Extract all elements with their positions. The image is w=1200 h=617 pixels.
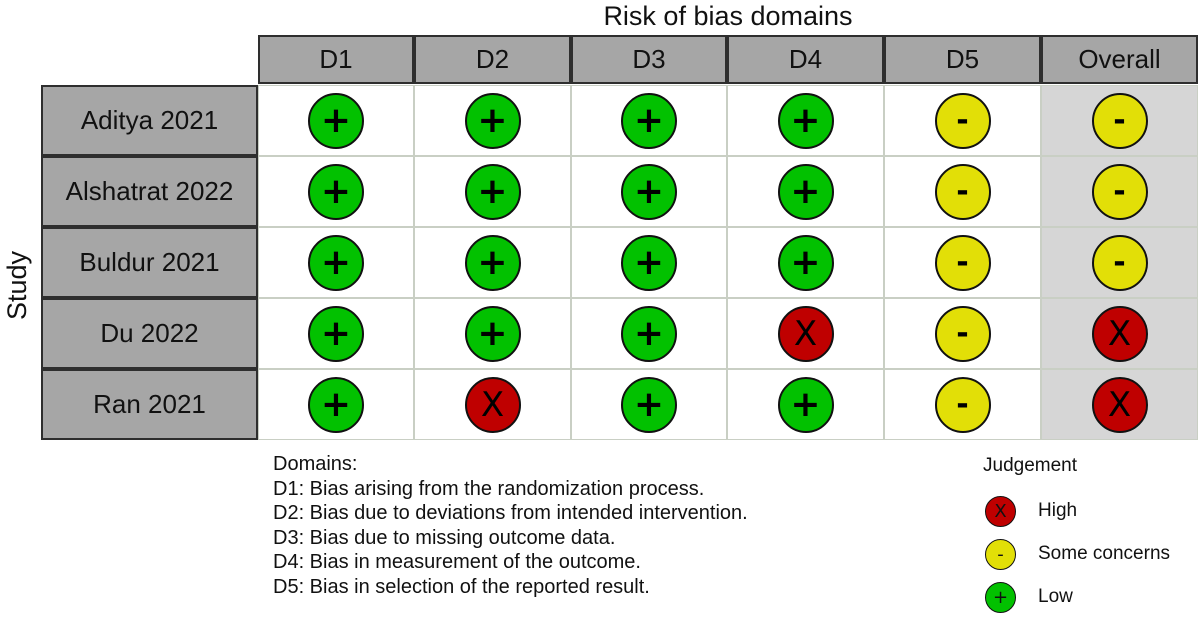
some-concerns-icon: - <box>934 305 991 362</box>
low-risk-icon: + <box>621 92 677 149</box>
chart-title: Risk of bias domains <box>603 1 853 31</box>
grid-cell: - <box>1041 85 1198 156</box>
high-risk-icon: X <box>1091 305 1148 362</box>
low-risk-icon: + <box>308 234 364 291</box>
high-risk-icon: X <box>464 376 521 433</box>
low-risk-icon: + <box>308 376 364 433</box>
low-risk-icon: + <box>308 92 364 149</box>
domain-legend-item-d5: D5: Bias in selection of the reported re… <box>273 575 650 598</box>
grid-cell: + <box>571 298 727 369</box>
low-risk-icon: + <box>308 163 364 220</box>
domain-legend-item-d4: D4: Bias in measurement of the outcome. <box>273 551 641 573</box>
grid-cell: + <box>258 85 414 156</box>
column-header-d1: D1 <box>258 35 414 84</box>
low-risk-icon: + <box>777 234 834 291</box>
grid-cell: + <box>727 156 884 227</box>
low-risk-icon: + <box>464 305 521 362</box>
some-concerns-icon: - <box>1091 163 1148 220</box>
low-risk-icon: + <box>621 234 677 291</box>
grid-cell: - <box>884 227 1041 298</box>
low-risk-icon: + <box>621 163 677 220</box>
some-concerns-icon: - <box>1091 92 1148 149</box>
column-header-d3: D3 <box>571 35 727 84</box>
grid-cell: + <box>258 369 414 440</box>
grid-cell: + <box>727 85 884 156</box>
low-risk-icon: + <box>985 581 1016 613</box>
low-risk-icon: + <box>777 376 834 433</box>
domains-legend: Domains: D1: Bias arising from the rando… <box>273 452 748 599</box>
grid-cell: - <box>1041 227 1198 298</box>
judgement-legend-some: - Some concerns <box>985 538 1170 570</box>
low-risk-icon: + <box>777 163 834 220</box>
study-axis-label: Study <box>2 225 34 345</box>
judgement-legend-low: + Low <box>985 581 1073 613</box>
grid-cell: + <box>414 227 571 298</box>
judgement-legend-high-label: High <box>1038 500 1078 521</box>
grid-cell: + <box>571 156 727 227</box>
grid-cell: - <box>884 369 1041 440</box>
grid-cell: + <box>414 298 571 369</box>
low-risk-icon: + <box>308 305 364 362</box>
row-header-study: Du 2022 <box>41 298 258 369</box>
domain-legend-item-d2: D2: Bias due to deviations from intended… <box>273 502 748 524</box>
row-header-study: Ran 2021 <box>41 369 258 440</box>
low-risk-icon: + <box>464 92 521 149</box>
grid-cell: + <box>414 156 571 227</box>
low-risk-icon: + <box>464 234 521 291</box>
low-risk-icon: + <box>621 376 677 433</box>
column-header-d4: D4 <box>727 35 884 84</box>
low-risk-icon: + <box>777 92 834 149</box>
some-concerns-icon: - <box>1091 234 1148 291</box>
judgement-legend-title: Judgement <box>983 455 1078 476</box>
high-risk-icon: X <box>985 495 1016 527</box>
judgement-legend-some-label: Some concerns <box>1038 543 1171 564</box>
grid-cell: - <box>884 298 1041 369</box>
judgement-legend-low-label: Low <box>1038 586 1073 607</box>
row-header-study: Alshatrat 2022 <box>41 156 258 227</box>
grid-cell: - <box>1041 156 1198 227</box>
column-header-d2: D2 <box>414 35 571 84</box>
grid-cell: - <box>884 156 1041 227</box>
grid-cell: + <box>414 85 571 156</box>
some-concerns-icon: - <box>934 92 991 149</box>
column-header-overall: Overall <box>1041 35 1198 84</box>
study-axis-text: Study <box>2 250 33 320</box>
grid-cell: + <box>727 369 884 440</box>
grid-cell: - <box>884 85 1041 156</box>
row-header-study: Aditya 2021 <box>41 85 258 156</box>
domain-legend-item-d1: D1: Bias arising from the randomization … <box>273 477 705 500</box>
column-header-d5: D5 <box>884 35 1041 84</box>
judgement-legend-high: X High <box>985 495 1077 527</box>
some-concerns-icon: - <box>985 538 1016 570</box>
grid-cell: X <box>1041 369 1198 440</box>
grid-cell: X <box>1041 298 1198 369</box>
high-risk-icon: X <box>1091 376 1148 433</box>
row-header-study: Buldur 2021 <box>41 227 258 298</box>
grid-cell: + <box>571 227 727 298</box>
high-risk-icon: X <box>777 305 834 362</box>
some-concerns-icon: - <box>934 376 991 433</box>
grid-cell: + <box>571 369 727 440</box>
domains-legend-heading: Domains: <box>273 453 358 475</box>
low-risk-icon: + <box>621 305 677 362</box>
grid-cell: + <box>258 227 414 298</box>
some-concerns-icon: - <box>934 234 991 291</box>
grid-cell: X <box>727 298 884 369</box>
domain-legend-item-d3: D3: Bias due to missing outcome data. <box>273 526 616 549</box>
grid-cell: X <box>414 369 571 440</box>
grid-cell: + <box>727 227 884 298</box>
some-concerns-icon: - <box>934 163 991 220</box>
grid-cell: + <box>571 85 727 156</box>
low-risk-icon: + <box>464 163 521 220</box>
grid-cell: + <box>258 156 414 227</box>
grid-cell: + <box>258 298 414 369</box>
